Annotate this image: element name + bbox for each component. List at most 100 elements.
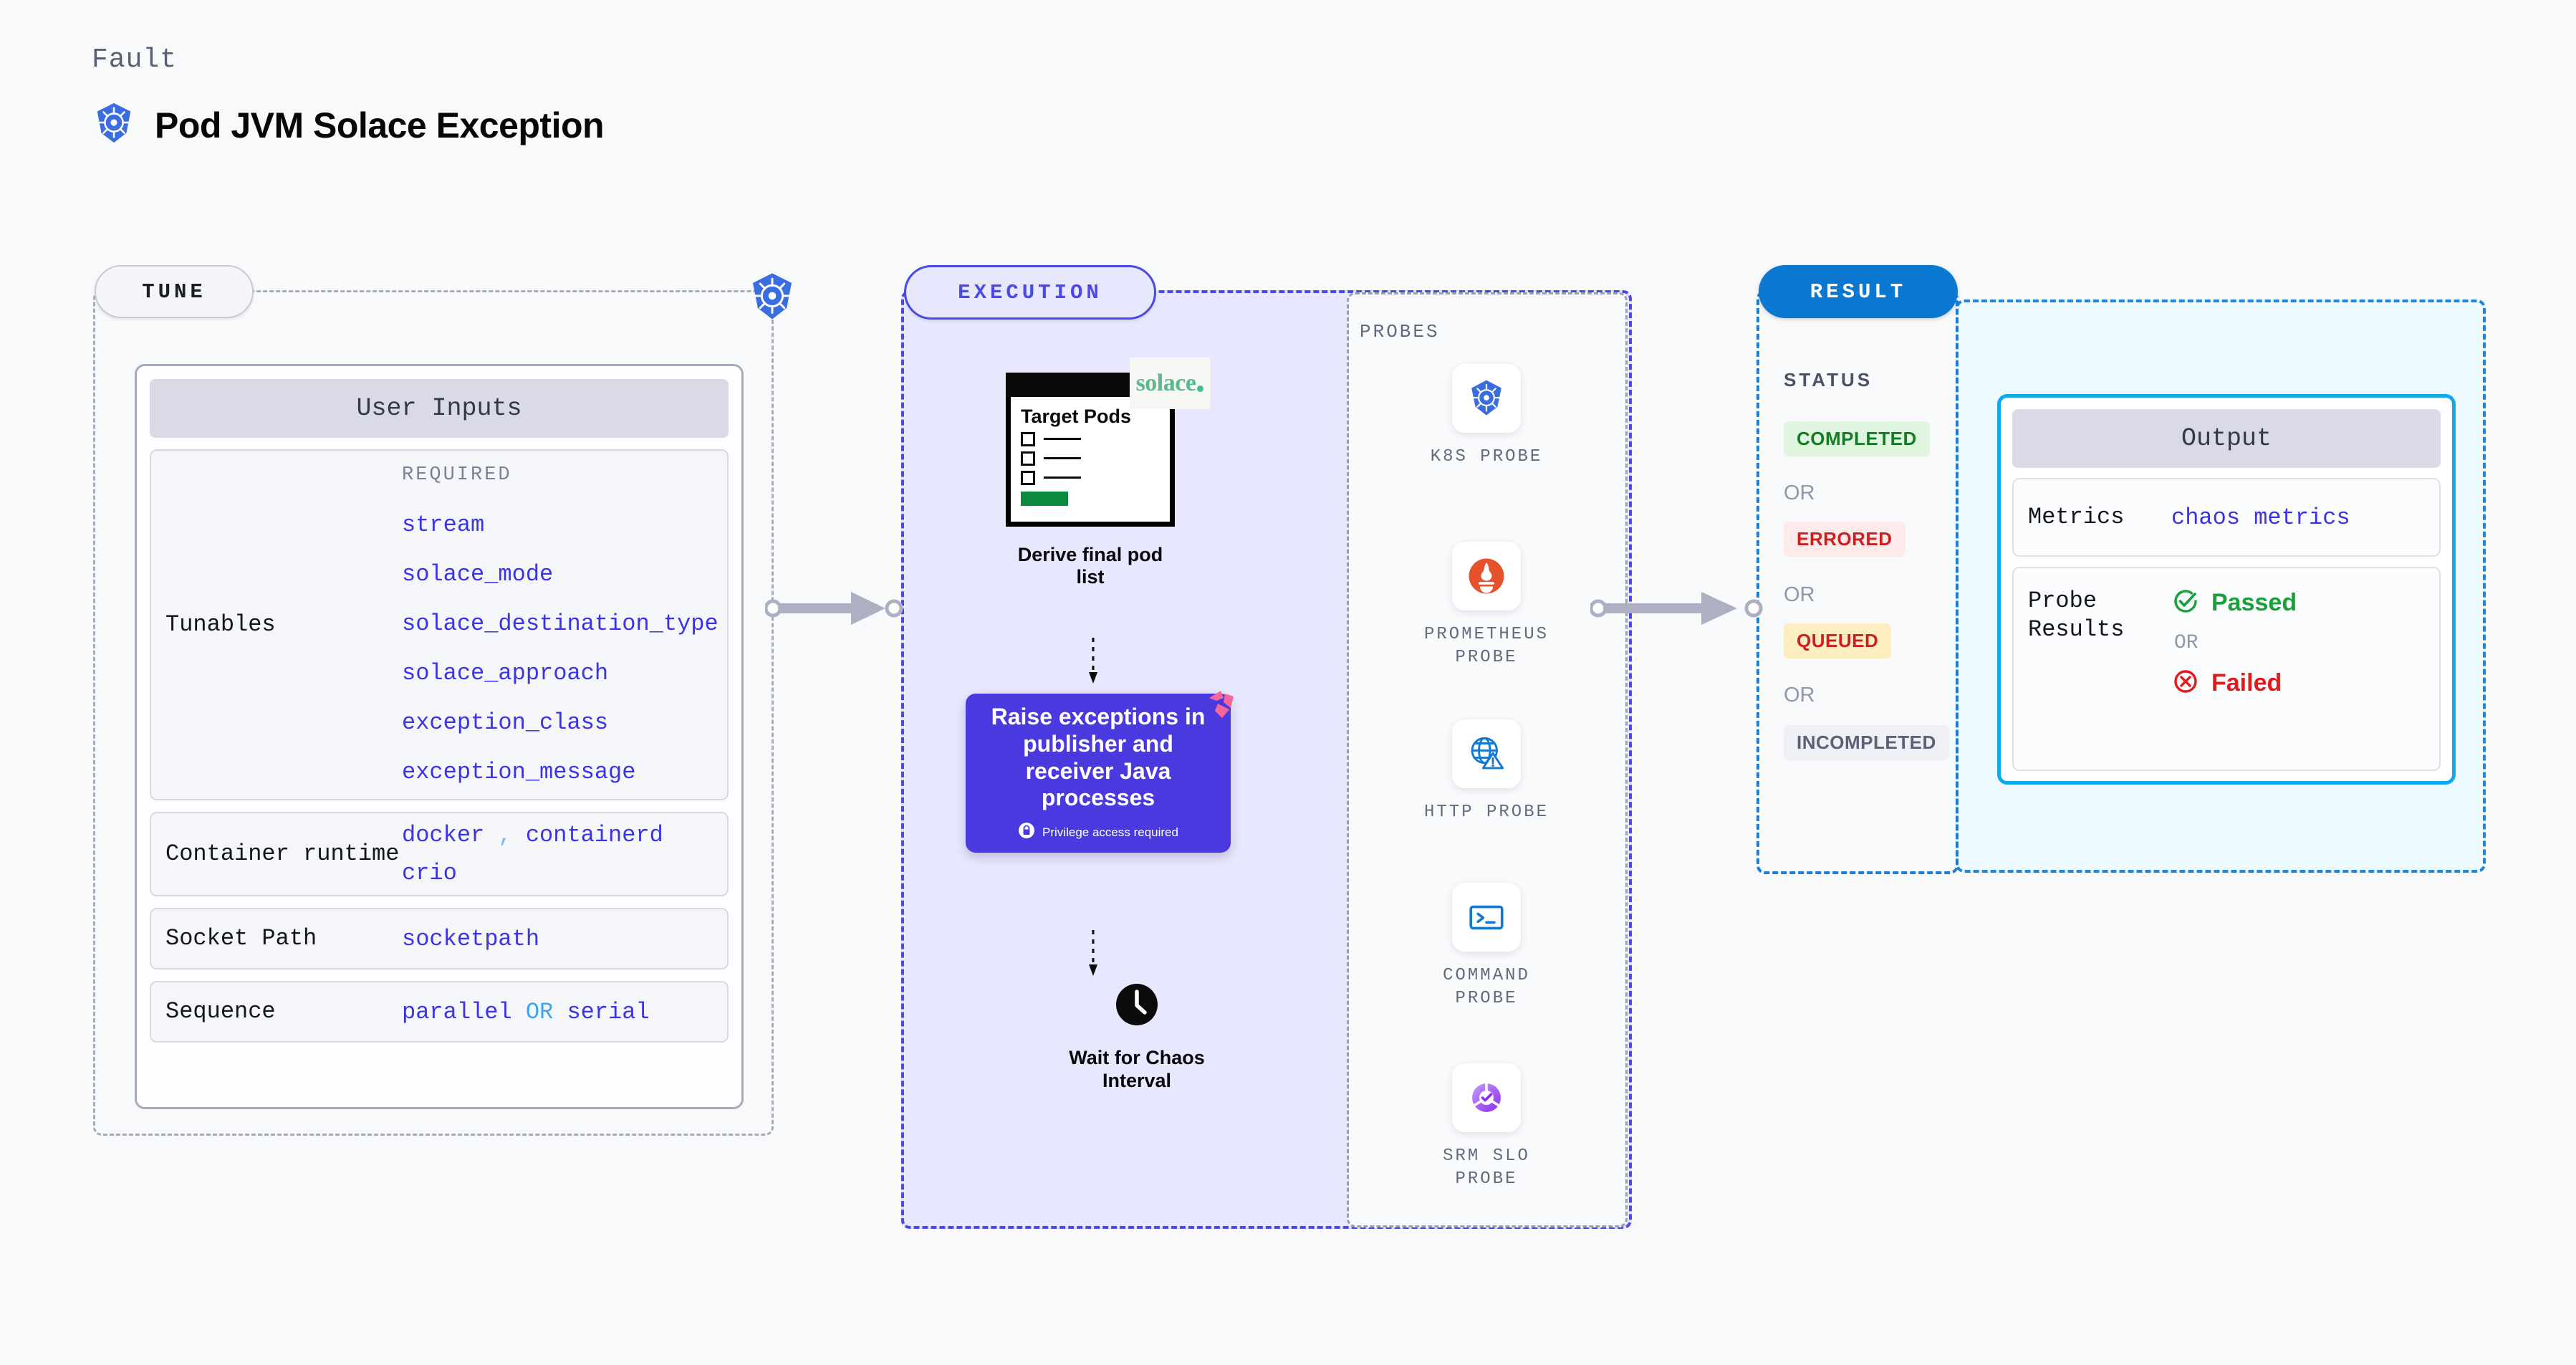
status-or-separator: OR	[1784, 482, 1815, 504]
checkbox-icon	[1021, 451, 1035, 466]
runtime-docker[interactable]: docker	[402, 822, 485, 848]
sequence-or: OR	[525, 998, 554, 1025]
kubernetes-icon	[92, 101, 136, 149]
x-circle-icon	[2171, 667, 2200, 699]
derive-pod-list-step: Target Pods solace Derive final pod list	[1006, 358, 1210, 588]
litmus-icon	[1202, 688, 1236, 722]
tunable-solace-destination-type[interactable]: solace_destination_type	[402, 610, 719, 637]
probe-label: PROMETHEUS PROBE	[1423, 625, 1549, 668]
solace-dot-icon	[1197, 385, 1204, 392]
pod-checkbox-row	[1021, 451, 1163, 466]
passed-label: Passed	[2211, 589, 2297, 616]
wait-caption: Wait for Chaos Interval	[1069, 1047, 1205, 1091]
status-badge-incompleted: INCOMPLETED	[1784, 725, 1949, 760]
probe-result-passed: Passed	[2171, 587, 2297, 619]
status-or-separator: OR	[1784, 583, 1815, 606]
flow-arrow-down	[1087, 930, 1099, 982]
probe-result-or: OR	[2174, 632, 2198, 654]
tune-row-socket-path[interactable]: Socket Path socketpath	[150, 908, 729, 969]
runtime-containerd[interactable]: containerd	[525, 822, 663, 848]
raise-exceptions-action-card[interactable]: Raise exceptions in publisher and receiv…	[966, 691, 1234, 853]
status-or-separator: OR	[1784, 684, 1815, 707]
checkbox-icon	[1021, 431, 1035, 446]
execution-pill[interactable]: EXECUTION	[904, 265, 1156, 320]
probe-item-http[interactable]: HTTP PROBE	[1415, 719, 1558, 824]
status-badge-queued: QUEUED	[1784, 623, 1892, 658]
tune-row-label: Socket Path	[165, 925, 317, 952]
tunable-exception-message[interactable]: exception_message	[402, 759, 636, 785]
privilege-note-row: Privilege access required	[1018, 822, 1178, 843]
kubernetes-icon	[1452, 364, 1521, 433]
user-inputs-header: User Inputs	[150, 379, 729, 438]
tune-user-inputs-card: User Inputs Tunables REQUIRED stream sol…	[135, 364, 744, 1109]
probe-item-command[interactable]: COMMAND PROBE	[1415, 883, 1558, 1011]
sequence-serial[interactable]: serial	[567, 998, 650, 1025]
raise-exceptions-text: Raise exceptions in publisher and receiv…	[991, 704, 1206, 811]
terminal-icon	[1452, 883, 1521, 952]
tunable-stream[interactable]: stream	[402, 512, 485, 538]
kubernetes-icon	[746, 271, 798, 322]
lock-icon	[1018, 822, 1035, 843]
pod-checkbox-row	[1021, 431, 1163, 446]
tune-pill[interactable]: TUNE	[95, 265, 254, 318]
tunable-exception-class[interactable]: exception_class	[402, 709, 609, 736]
output-header: Output	[2012, 409, 2441, 468]
page-title: Pod JVM Solace Exception	[155, 105, 605, 145]
solace-wordmark: solace	[1135, 370, 1196, 396]
runtime-separator: ,	[498, 822, 512, 848]
output-card: Output Metrics chaos metrics Probe Resul…	[1997, 394, 2456, 785]
tune-row-label: Container runtime	[165, 840, 400, 867]
fault-kicker: Fault	[92, 44, 178, 75]
probe-result-failed: Failed	[2171, 667, 2297, 699]
probe-label: SRM SLO PROBE	[1443, 1146, 1530, 1189]
result-pill[interactable]: RESULT	[1759, 265, 1958, 318]
probe-results-label: Probe Results	[2028, 588, 2125, 643]
probe-item-prometheus[interactable]: PROMETHEUS PROBE	[1415, 542, 1558, 670]
probe-item-k8s[interactable]: K8S PROBE	[1415, 364, 1558, 469]
page-header: Fault Pod JVM Solace Exception	[92, 44, 605, 149]
srm-slo-icon	[1452, 1063, 1521, 1132]
tune-panel	[93, 290, 774, 1136]
metrics-label: Metrics	[2028, 504, 2125, 530]
status-label: STATUS	[1784, 369, 1873, 391]
green-bar-indicator	[1021, 491, 1068, 506]
status-badge-errored: ERRORED	[1784, 522, 1905, 557]
line-placeholder	[1044, 476, 1081, 479]
pod-checkbox-row	[1021, 470, 1163, 485]
probe-label: K8S PROBE	[1430, 447, 1543, 466]
clock-icon	[1112, 984, 1161, 1032]
line-placeholder	[1044, 457, 1081, 460]
socketpath-value[interactable]: socketpath	[402, 925, 540, 952]
tunable-solace-mode[interactable]: solace_mode	[402, 561, 554, 588]
status-badge-completed: COMPLETED	[1784, 421, 1930, 456]
checkbox-icon	[1021, 470, 1035, 485]
output-row-probe-results: Probe Results Passed OR	[2012, 567, 2441, 771]
probes-title: PROBES	[1360, 321, 1440, 343]
runtime-crio[interactable]: crio	[402, 860, 457, 886]
metrics-value[interactable]: chaos metrics	[2171, 504, 2350, 531]
page-title-row: Pod JVM Solace Exception	[92, 101, 605, 149]
failed-label: Failed	[2211, 669, 2282, 696]
tune-row-tunables[interactable]: Tunables REQUIRED stream solace_mode sol…	[150, 449, 729, 800]
connector-tune-to-execution	[764, 588, 908, 633]
tune-row-container-runtime[interactable]: Container runtime docker , containerd cr…	[150, 812, 729, 896]
tune-row-label: Tunables	[165, 611, 276, 638]
check-circle-icon	[2171, 587, 2200, 619]
target-pods-title: Target Pods	[1021, 406, 1132, 427]
tunable-solace-approach[interactable]: solace_approach	[402, 660, 609, 686]
tune-row-label: Sequence	[165, 998, 276, 1025]
required-label: REQUIRED	[402, 464, 512, 486]
wait-for-chaos-interval-step: Wait for Chaos Interval	[1033, 980, 1241, 1093]
solace-logo: solace	[1130, 358, 1210, 409]
probe-label: HTTP PROBE	[1423, 803, 1549, 822]
output-row-metrics[interactable]: Metrics chaos metrics	[2012, 478, 2441, 557]
tune-row-sequence[interactable]: Sequence parallel OR serial	[150, 981, 729, 1043]
sequence-parallel[interactable]: parallel	[402, 998, 512, 1025]
target-pods-card: Target Pods solace	[1006, 358, 1210, 527]
privilege-note-text: Privilege access required	[1042, 825, 1178, 839]
flow-arrow-down	[1087, 638, 1099, 690]
probe-label: COMMAND PROBE	[1443, 966, 1530, 1009]
probe-item-srm-slo[interactable]: SRM SLO PROBE	[1415, 1063, 1558, 1192]
http-globe-warning-icon	[1452, 719, 1521, 788]
line-placeholder	[1044, 438, 1081, 441]
